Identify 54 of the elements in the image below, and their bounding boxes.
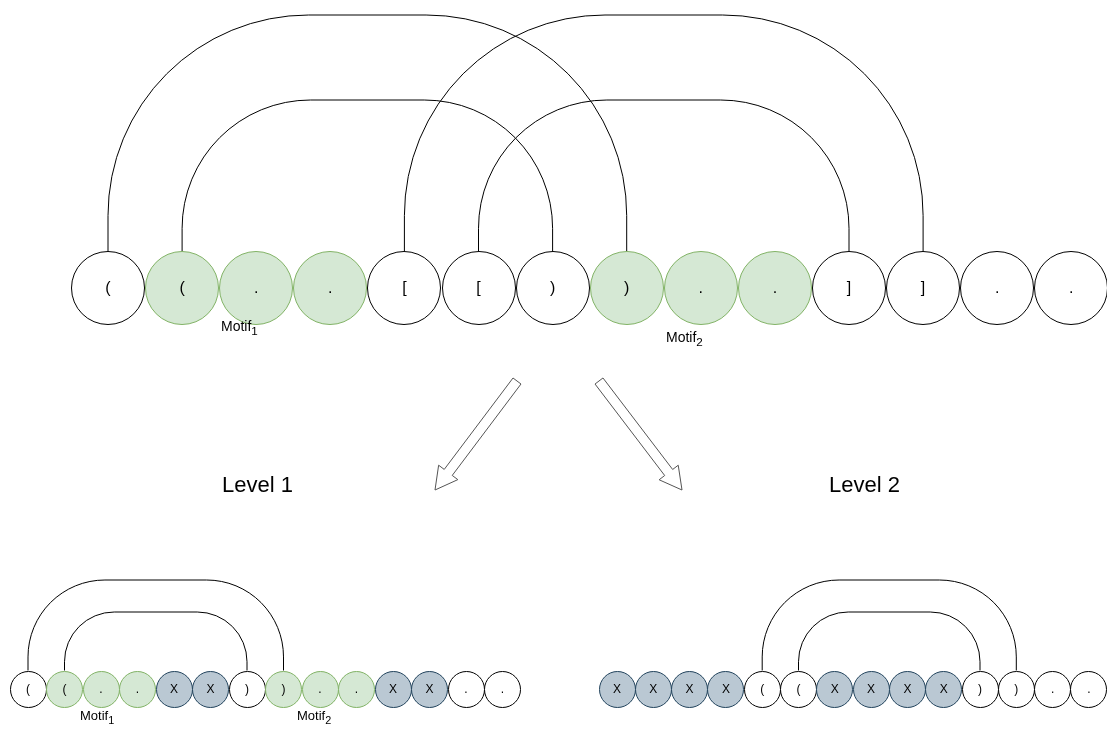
symbol-circle: ) bbox=[228, 670, 266, 708]
symbol-circle: . bbox=[447, 670, 485, 708]
symbol-circle: . bbox=[960, 251, 1035, 325]
symbol-circle: . bbox=[293, 251, 368, 325]
arc-connector bbox=[107, 14, 628, 252]
arc-connector bbox=[64, 611, 248, 671]
symbol-circle: ( bbox=[71, 251, 145, 325]
symbol-circle: X bbox=[374, 670, 412, 708]
symbol-circle: ) bbox=[265, 670, 302, 708]
symbol-circle: X bbox=[888, 670, 926, 708]
symbol-circle: ( bbox=[46, 670, 83, 708]
symbol-circle: X bbox=[155, 670, 193, 708]
symbol-circle: X bbox=[925, 670, 963, 708]
arc-connector bbox=[798, 611, 981, 671]
symbol-circle: . bbox=[663, 251, 738, 325]
arc-connector bbox=[403, 14, 924, 252]
symbol-circle: X bbox=[634, 670, 672, 708]
symbol-circle: . bbox=[737, 251, 812, 325]
symbol-circle: ( bbox=[145, 251, 220, 325]
arc-connector bbox=[181, 99, 554, 252]
symbol-circle: X bbox=[816, 670, 854, 708]
symbol-circle: X bbox=[411, 670, 448, 708]
level-heading: Level 2 bbox=[829, 472, 900, 498]
symbol-circle: ] bbox=[812, 251, 886, 325]
symbol-circle: ) bbox=[589, 251, 664, 325]
symbol-circle: X bbox=[598, 670, 636, 708]
symbol-circle: . bbox=[301, 670, 339, 708]
symbol-circle: ) bbox=[961, 670, 999, 708]
symbol-circle: X bbox=[671, 670, 709, 708]
symbol-circle: . bbox=[119, 670, 156, 708]
symbol-circle: . bbox=[1034, 670, 1072, 708]
symbol-circle: . bbox=[484, 670, 521, 708]
arc-connector bbox=[761, 579, 1017, 671]
motif-label: Motif$_{2}$ bbox=[666, 329, 703, 348]
symbol-circle: ] bbox=[886, 251, 961, 325]
symbol-circle: X bbox=[852, 670, 890, 708]
symbol-circle: . bbox=[1070, 670, 1107, 708]
level-heading: Level 1 bbox=[222, 472, 293, 498]
symbol-circle: ) bbox=[515, 251, 590, 325]
symbol-circle: [ bbox=[367, 251, 442, 325]
arc-connector bbox=[27, 579, 284, 671]
symbol-circle: ( bbox=[780, 670, 817, 708]
motif-label: Motif$_{2}$ bbox=[297, 708, 332, 726]
symbol-circle: . bbox=[338, 670, 375, 708]
symbol-circle: ( bbox=[743, 670, 781, 708]
symbol-circle: ( bbox=[9, 670, 47, 708]
arc-connector bbox=[478, 99, 850, 252]
symbol-circle: X bbox=[707, 670, 745, 708]
symbol-circle: X bbox=[192, 670, 229, 708]
symbol-circle: . bbox=[1034, 251, 1107, 325]
symbol-circle: [ bbox=[441, 251, 516, 325]
symbol-circle: . bbox=[82, 670, 120, 708]
symbol-circle: ) bbox=[997, 670, 1035, 708]
motif-label: Motif$_{1}$ bbox=[80, 708, 115, 726]
